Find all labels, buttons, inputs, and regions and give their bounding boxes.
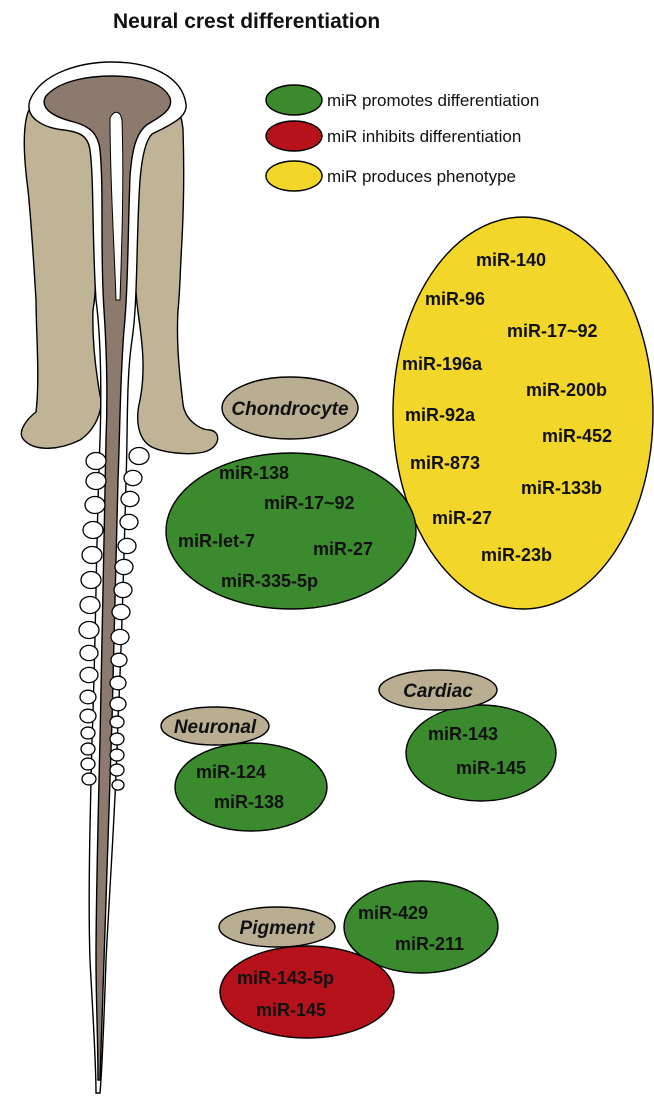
mir-label: miR-145: [456, 758, 526, 778]
mir-label: miR-17~92: [264, 493, 355, 513]
mir-label: miR-138: [219, 463, 289, 483]
neural-tube-illustration: [21, 62, 217, 1093]
right-somite-tissue: [135, 98, 218, 454]
ganglion-circle: [86, 453, 106, 470]
mir-label: miR-143-5p: [237, 968, 334, 988]
mir-label: miR-96: [425, 289, 485, 309]
mir-label: miR-145: [256, 1000, 326, 1020]
mir-label: miR-873: [410, 453, 480, 473]
ganglion-circle: [82, 773, 96, 785]
mir-label: miR-452: [542, 426, 612, 446]
mir-label: miR-200b: [526, 380, 607, 400]
ganglion-circle: [111, 653, 127, 667]
mir-label: miR-143: [428, 724, 498, 744]
mir-label: miR-429: [358, 903, 428, 923]
ganglion-circle: [114, 582, 132, 597]
ganglion-circle: [85, 497, 105, 514]
ganglion-circle: [81, 727, 95, 739]
neuronal-group: miR-124 miR-138 Neuronal: [161, 707, 327, 831]
ganglion-circle: [110, 697, 126, 711]
legend-label-promotes: miR promotes differentiation: [327, 91, 539, 110]
legend-label-inhibits: miR inhibits differentiation: [327, 127, 521, 146]
mir-label: miR-211: [395, 934, 464, 954]
ganglion-circle: [124, 470, 142, 485]
ganglion-circle: [121, 491, 139, 506]
pigment-group: miR-429 miR-211 miR-143-5p miR-145 Pigme…: [219, 881, 498, 1038]
ganglion-circle: [81, 572, 101, 589]
ganglion-circle: [86, 473, 106, 490]
mir-label: miR-138: [214, 792, 284, 812]
diagram-title: Neural crest differentiation: [113, 10, 380, 33]
mir-label: miR-27: [313, 539, 373, 559]
chondrocyte-phenotype-group: miR-140 miR-96 miR-17~92 miR-196a miR-20…: [393, 217, 653, 609]
ganglion-circle: [81, 758, 95, 770]
mir-label: miR-92a: [405, 405, 476, 425]
neuronal-promotes-ellipse: [175, 743, 327, 831]
pigment-inhibits-ellipse: [220, 946, 394, 1038]
mir-label: miR-let-7: [178, 531, 255, 551]
mir-label: miR-23b: [481, 545, 552, 565]
ganglion-circle: [81, 743, 95, 755]
legend-swatch-green: [266, 85, 322, 115]
mir-label: miR-27: [432, 508, 492, 528]
ganglion-circle: [79, 622, 99, 639]
left-somite-tissue: [21, 96, 101, 448]
legend: miR promotes differentiation miR inhibit…: [266, 85, 539, 191]
ganglion-circle: [112, 780, 124, 790]
pigment-label: Pigment: [240, 918, 316, 939]
ganglion-circle: [110, 676, 126, 690]
mir-label: miR-124: [196, 762, 266, 782]
cardiac-promotes-ellipse: [406, 705, 556, 801]
mir-label: miR-133b: [521, 478, 602, 498]
legend-swatch-yellow: [266, 161, 322, 191]
ganglion-circle: [80, 709, 96, 723]
cardiac-label: Cardiac: [403, 681, 473, 702]
ganglion-circle: [80, 690, 96, 704]
ganglion-circle: [80, 597, 100, 614]
mir-label: miR-196a: [402, 354, 483, 374]
ganglion-circle: [83, 522, 103, 539]
ganglion-circle: [115, 559, 133, 574]
mir-label: miR-17~92: [507, 321, 598, 341]
ganglion-circle: [120, 514, 138, 529]
mir-label: miR-140: [476, 250, 546, 270]
mir-label: miR-335-5p: [221, 571, 318, 591]
chondrocyte-label: Chondrocyte: [231, 399, 349, 420]
ganglion-circle: [110, 764, 124, 776]
ganglion-circle: [80, 645, 98, 660]
cardiac-group: miR-143 miR-145 Cardiac: [379, 670, 556, 801]
ganglion-circle: [82, 547, 102, 564]
chondrocyte-promotes-group: miR-138 miR-17~92 miR-let-7 miR-27 miR-3…: [166, 453, 416, 609]
ganglion-circle: [118, 538, 136, 553]
ganglion-circle: [80, 667, 98, 682]
legend-label-phenotype: miR produces phenotype: [327, 167, 516, 186]
ganglion-circle: [112, 604, 130, 619]
ganglion-circle: [111, 629, 129, 644]
ganglion-circle: [110, 716, 124, 728]
ganglion-circle: [129, 448, 149, 465]
ganglion-circle: [110, 749, 124, 761]
neuronal-label: Neuronal: [174, 717, 257, 738]
legend-swatch-red: [266, 121, 322, 151]
ganglion-circle: [110, 733, 124, 745]
